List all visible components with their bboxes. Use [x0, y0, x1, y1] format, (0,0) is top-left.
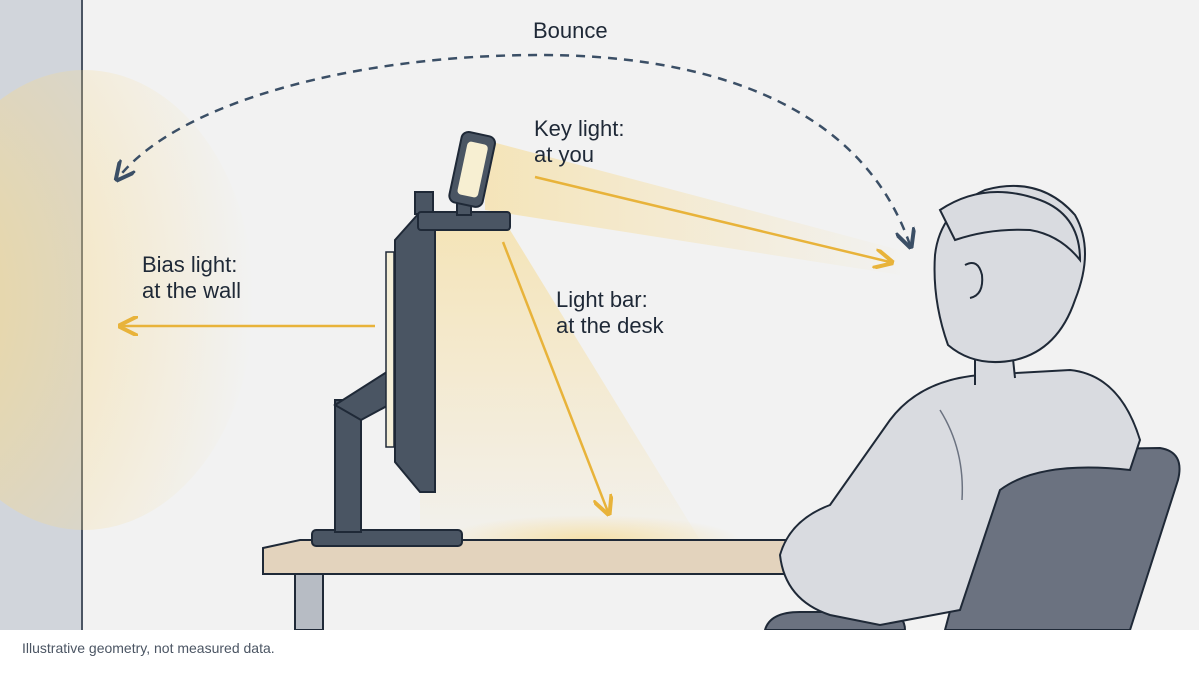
bias-light-label: Bias light: at the wall: [142, 252, 241, 304]
light-bar-title: Light bar:: [556, 287, 648, 312]
monitor: [385, 191, 436, 493]
key-light-arrow: [534, 175, 890, 262]
caption: Illustrative geometry, not measured data…: [22, 640, 275, 656]
key-light-label: Key light: at you: [534, 116, 625, 168]
bias-light-subtitle: at the wall: [142, 278, 242, 303]
key-light-subtitle: at you: [534, 142, 594, 167]
light-bar-arrow: [501, 241, 608, 512]
person: [778, 184, 1142, 627]
bounce-arrow: [118, 53, 910, 245]
desk: [262, 539, 801, 630]
bias-light-title: Bias light:: [142, 252, 238, 277]
light-bar-label: Light bar: at the desk: [556, 287, 664, 339]
key-light-title: Key light:: [534, 116, 625, 141]
light-bar-cone: [420, 230, 700, 540]
lighting-scene: [0, 0, 1181, 630]
caption-band: [0, 630, 1199, 675]
bounce-label: Bounce: [533, 18, 608, 43]
key-light: [448, 130, 496, 216]
light-bar-subtitle: at the desk: [556, 313, 664, 338]
